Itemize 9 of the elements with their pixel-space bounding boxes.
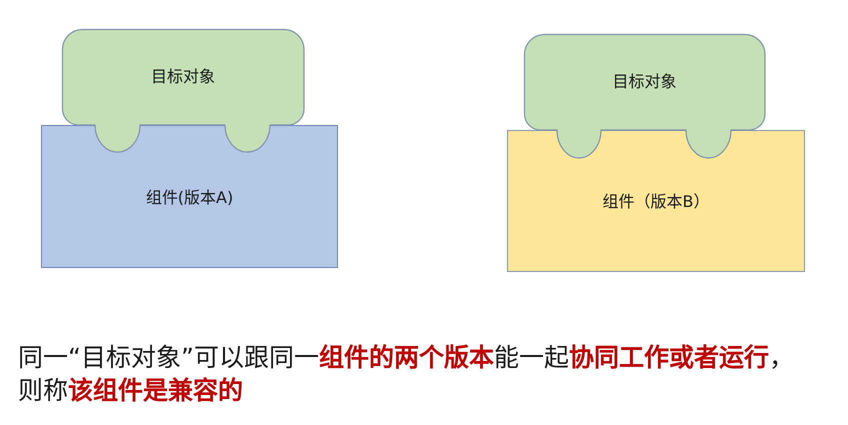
block-label: 目标对象 xyxy=(612,71,676,93)
note-text: 同一“目标对象”可以跟同一组件的两个版本能一起协同工作或者运行，则称该组件是兼容的 xyxy=(18,342,795,407)
puzzle-piece-block xyxy=(524,34,765,159)
puzzle-piece-block xyxy=(62,29,304,153)
component-box xyxy=(41,125,338,268)
block-label: 目标对象 xyxy=(151,66,215,88)
block-label: 组件（版本B） xyxy=(602,191,710,213)
block-label: 组件(版本A) xyxy=(146,186,234,208)
component-box xyxy=(507,130,805,272)
